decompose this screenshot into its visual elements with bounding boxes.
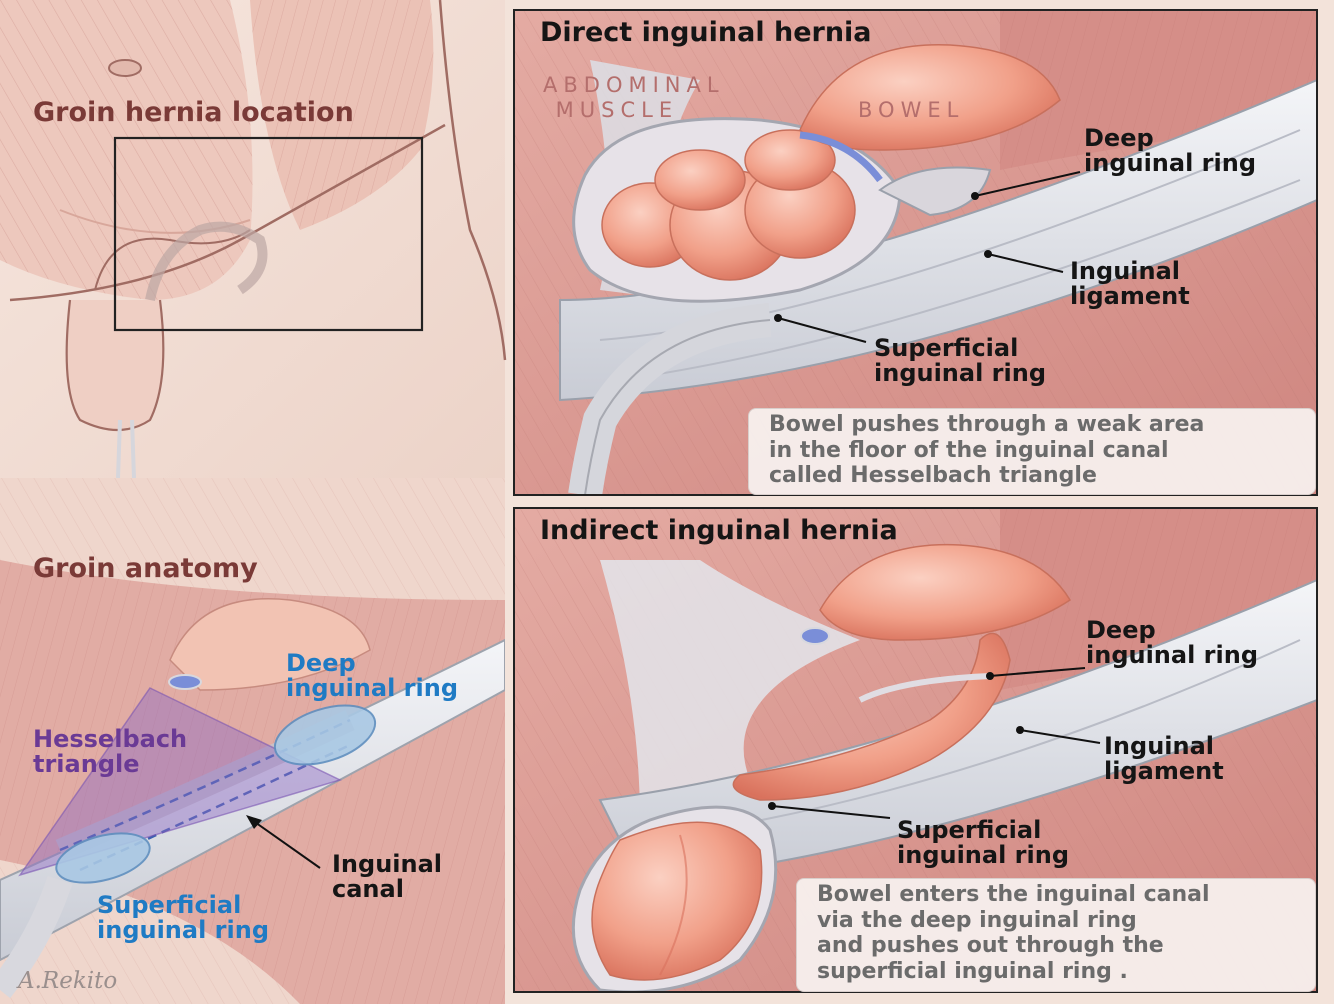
anatomy-superficial-ring-label: Superficial inguinal ring bbox=[97, 891, 269, 944]
indirect-superficial-ring-label: Superficial inguinal ring bbox=[897, 816, 1069, 869]
indirect-ligament-label: Inguinal ligament bbox=[1104, 732, 1224, 785]
abdominal-muscle-label: ABDOMINAL MUSCLE bbox=[543, 73, 725, 122]
artist-signature: A.Rekito bbox=[18, 968, 118, 994]
indirect-deep-ring-label: Deep inguinal ring bbox=[1086, 616, 1258, 669]
indirect-hernia-title: Indirect inguinal hernia bbox=[540, 515, 898, 546]
inguinal-canal-label: Inguinal canal bbox=[332, 850, 443, 903]
body-location-illustration bbox=[0, 0, 507, 479]
hesselbach-triangle-label: Hesselbach triangle bbox=[33, 725, 188, 778]
bowel-label: BOWEL bbox=[858, 98, 965, 122]
direct-hernia-title: Direct inguinal hernia bbox=[540, 17, 872, 48]
indirect-panel-frame bbox=[513, 507, 1318, 993]
direct-hernia-note: Bowel pushes through a weak area in the … bbox=[748, 408, 1316, 495]
anatomy-deep-ring-label: Deep inguinal ring bbox=[286, 649, 458, 702]
direct-deep-ring-label: Deep inguinal ring bbox=[1084, 124, 1256, 177]
direct-ligament-label: Inguinal ligament bbox=[1070, 257, 1190, 310]
direct-panel-frame bbox=[513, 9, 1318, 496]
location-title: Groin hernia location bbox=[33, 97, 354, 128]
anatomy-title: Groin anatomy bbox=[33, 553, 258, 584]
indirect-hernia-note: Bowel enters the inguinal canal via the … bbox=[796, 878, 1316, 992]
groin-anatomy-illustration bbox=[0, 478, 505, 1004]
direct-superficial-ring-label: Superficial inguinal ring bbox=[874, 334, 1046, 387]
